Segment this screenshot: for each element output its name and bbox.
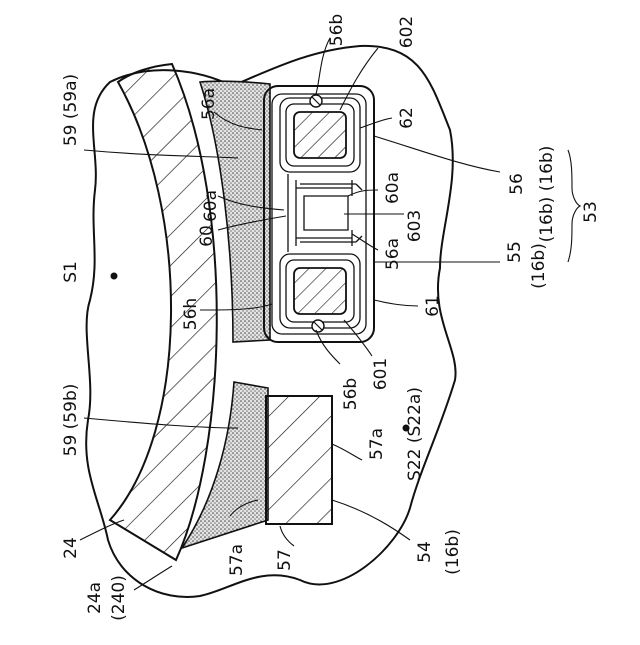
label-16b-mid: (16b) bbox=[529, 243, 549, 289]
block-57 bbox=[266, 396, 332, 524]
label-59-59b: 59 (59b) bbox=[61, 384, 81, 457]
label-602: 602 bbox=[397, 16, 417, 48]
label-60a-right: 60a bbox=[383, 172, 403, 204]
label-57: 57 bbox=[275, 549, 295, 571]
bridge-603 bbox=[288, 174, 352, 252]
bridge-detail bbox=[300, 184, 362, 242]
conductor-top bbox=[294, 112, 346, 158]
label-54: 54 bbox=[415, 541, 435, 563]
label-57a-right: 57a bbox=[367, 428, 387, 460]
label-24a: 24a bbox=[85, 582, 105, 614]
label-59-59a: 59 (59a) bbox=[61, 74, 81, 146]
label-56a-top: 56a bbox=[199, 88, 219, 120]
label-60: 60 bbox=[197, 225, 217, 247]
label-55: 55 bbox=[505, 241, 525, 263]
label-s1: S1 bbox=[61, 261, 81, 283]
label-56a-mid: 56a bbox=[383, 238, 403, 270]
label-56h: 56h bbox=[181, 298, 201, 330]
label-24: 24 bbox=[61, 537, 81, 559]
conductor-bottom bbox=[294, 268, 346, 314]
label-60a-left: 60a bbox=[201, 190, 221, 222]
label-16b-16b: (16b) (16b) bbox=[537, 146, 557, 243]
label-53: 53 bbox=[581, 201, 601, 223]
label-56b-bot: 56b bbox=[341, 378, 361, 410]
label-61: 61 bbox=[423, 295, 443, 317]
label-56b-top: 56b bbox=[327, 14, 347, 46]
label-62: 62 bbox=[397, 107, 417, 129]
label-240: (240) bbox=[109, 575, 129, 621]
label-s22: S22 (S22a) bbox=[405, 387, 425, 481]
dot-s1 bbox=[111, 273, 118, 280]
bracket-53 bbox=[568, 150, 580, 262]
label-57a-left: 57a bbox=[227, 544, 247, 576]
label-603: 603 bbox=[405, 210, 425, 242]
label-56: 56 bbox=[507, 173, 527, 195]
label-601: 601 bbox=[371, 358, 391, 390]
label-16b-bot: (16b) bbox=[443, 529, 463, 575]
